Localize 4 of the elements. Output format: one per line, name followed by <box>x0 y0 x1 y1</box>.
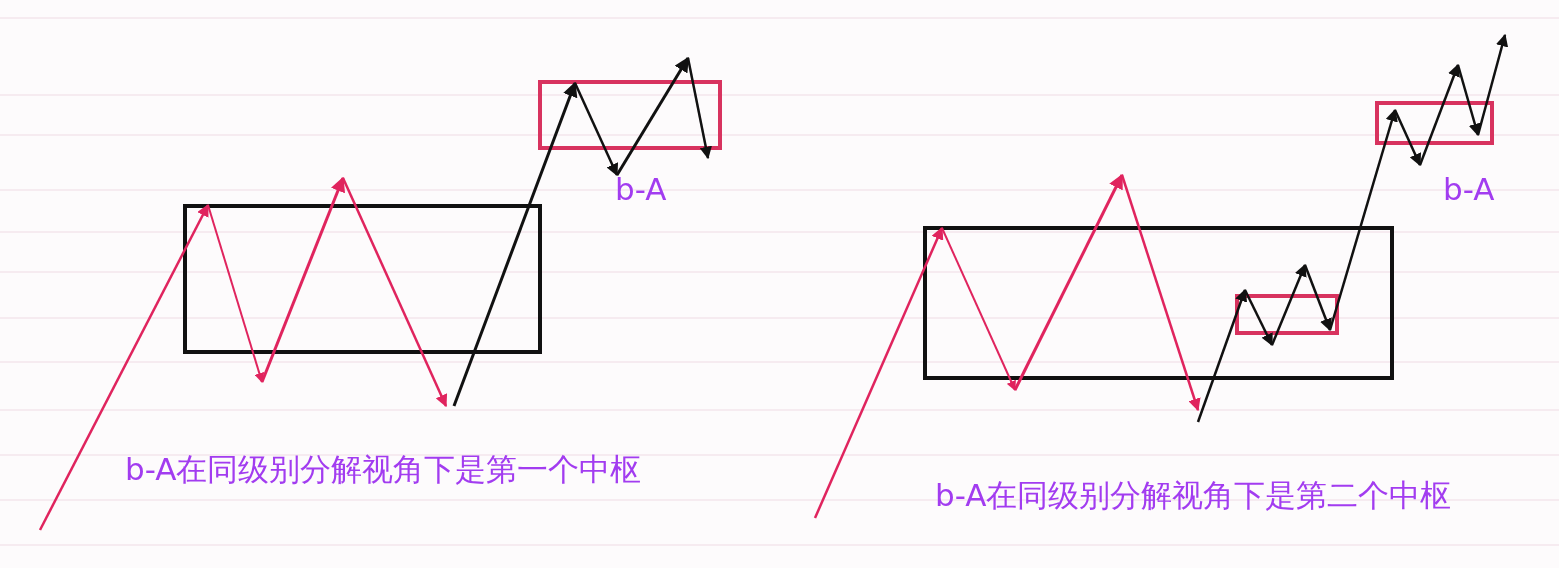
caption-text: b-A在同级别分解视角下是第二个中枢 <box>935 478 1452 513</box>
range-label: b-A <box>615 172 667 207</box>
caption-text: b-A在同级别分解视角下是第一个中枢 <box>125 452 642 487</box>
range-label: b-A <box>1443 172 1495 207</box>
